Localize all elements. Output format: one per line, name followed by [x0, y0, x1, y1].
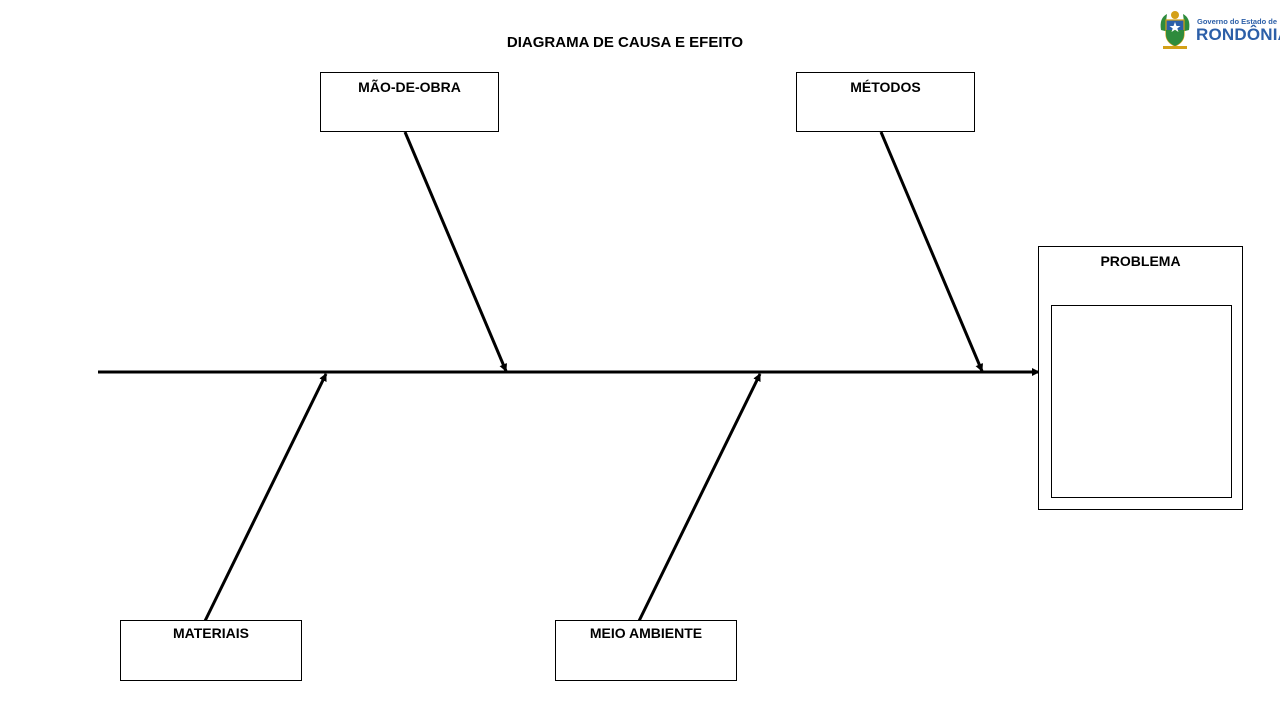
coat-of-arms-icon: [1160, 11, 1190, 49]
category-label-mao-de-obra: MÃO-DE-OBRA: [358, 79, 461, 95]
category-box-metodos[interactable]: MÉTODOS: [796, 72, 975, 132]
logo-line1: Governo do Estado de: [1197, 17, 1278, 26]
category-box-materiais[interactable]: MATERIAIS: [120, 620, 302, 681]
logo-line2: RONDÔNIA: [1196, 25, 1280, 44]
category-box-mao-de-obra[interactable]: MÃO-DE-OBRA: [320, 72, 499, 132]
government-logo: Governo do Estado de RONDÔNIA: [1157, 8, 1280, 52]
category-box-meio-ambiente[interactable]: MEIO AMBIENTE: [555, 620, 737, 681]
bone-materiais: [203, 373, 328, 622]
diagram-title: DIAGRAMA DE CAUSA E EFEITO: [506, 34, 744, 51]
problem-label: PROBLEMA: [1100, 253, 1181, 269]
bone-metodos: [879, 131, 984, 372]
category-label-meio-ambiente: MEIO AMBIENTE: [589, 625, 703, 641]
category-label-metodos: MÉTODOS: [850, 79, 921, 95]
bone-mao-de-obra: [403, 131, 508, 372]
category-label-materiais: MATERIAIS: [173, 625, 249, 641]
problem-input-area[interactable]: [1051, 305, 1232, 498]
bone-meio-ambiente: [637, 373, 762, 622]
